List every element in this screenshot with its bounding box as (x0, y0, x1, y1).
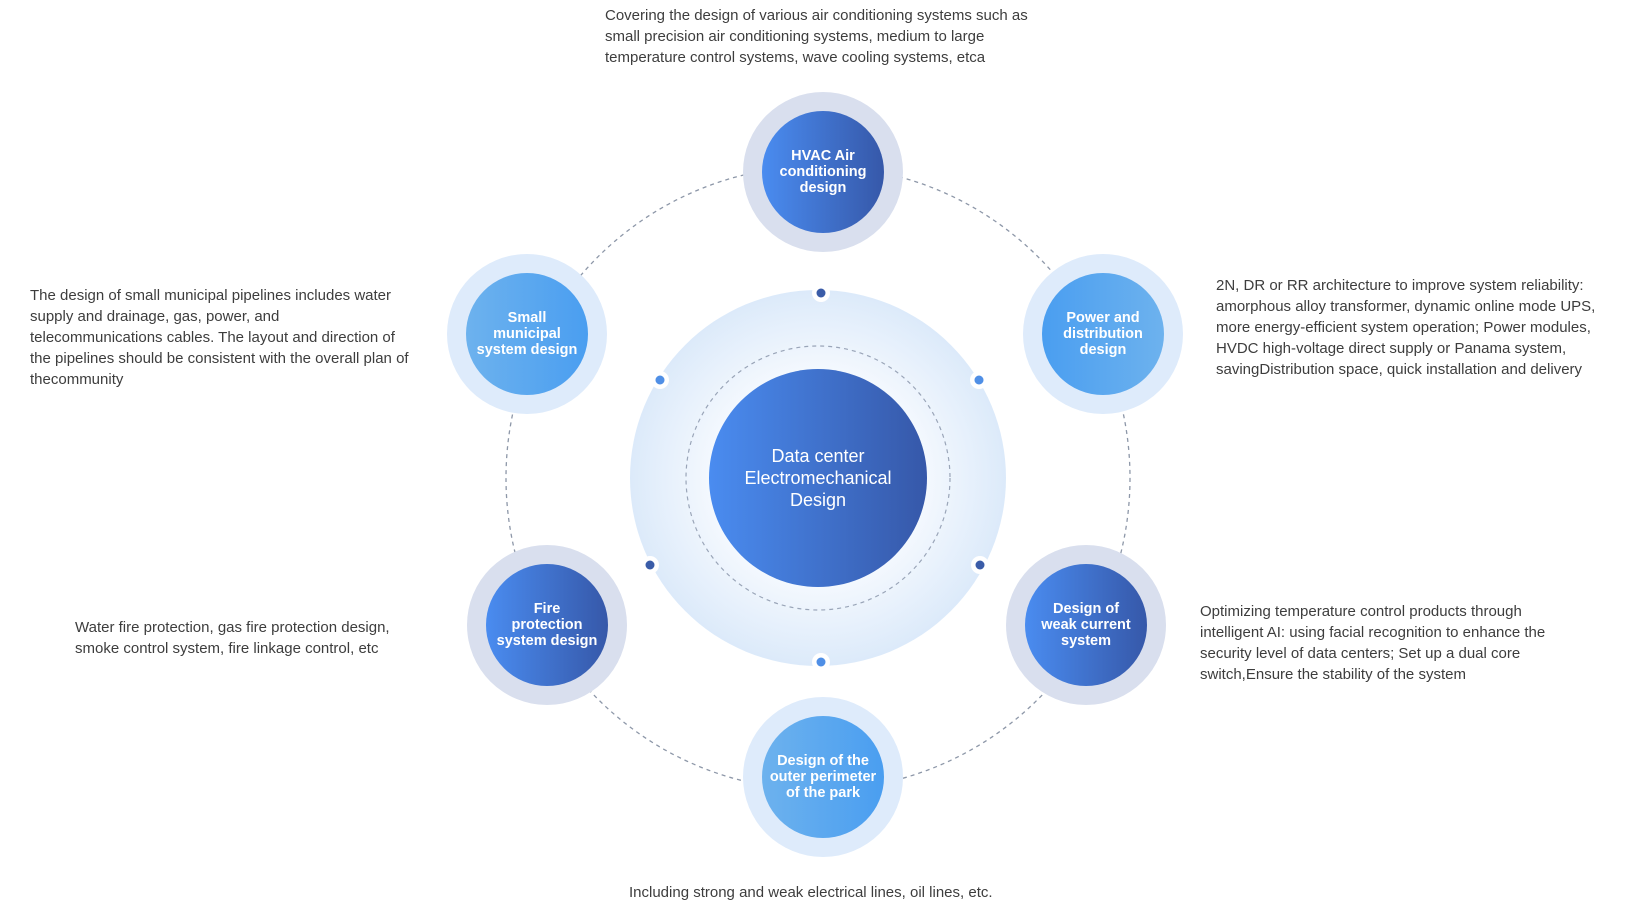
center-label: Data center Electromechanical Design (744, 446, 892, 510)
halo-dot (641, 556, 659, 574)
node-municipal (447, 254, 607, 414)
description-municipal: The design of small municipal pipelines … (30, 287, 409, 388)
node-label-municipal: Small municipal system design (476, 310, 578, 358)
description-fire: Water fire protection, gas fire protecti… (75, 619, 390, 657)
node-label-perimeter: Design of the outer perimeter of the par… (769, 753, 877, 801)
halo-dot (651, 371, 669, 389)
halo-dot (812, 653, 830, 671)
inner-dashed-ring (685, 345, 951, 611)
center-circle (709, 369, 927, 587)
node-label-power: Power and distribution design (1063, 310, 1143, 358)
node-label-fire: Fire protection system design (496, 601, 598, 649)
node-label-hvac: HVAC Air conditioning design (779, 148, 867, 196)
description-power: 2N, DR or RR architecture to improve sys… (1216, 277, 1596, 378)
description-perimeter: Including strong and weak electrical lin… (629, 884, 993, 901)
node-label-weak-current: Design of weak current system (1041, 601, 1131, 649)
halo-dot (971, 556, 989, 574)
halo-dot (970, 371, 988, 389)
node-fire (467, 545, 627, 705)
halo-dot (812, 284, 830, 302)
description-hvac: Covering the design of various air condi… (605, 7, 1028, 66)
node-weak-current (1006, 545, 1166, 705)
node-hvac (743, 92, 903, 252)
node-power (1023, 254, 1183, 414)
description-weak-current: Optimizing temperature control products … (1200, 603, 1546, 683)
node-perimeter (743, 697, 903, 857)
